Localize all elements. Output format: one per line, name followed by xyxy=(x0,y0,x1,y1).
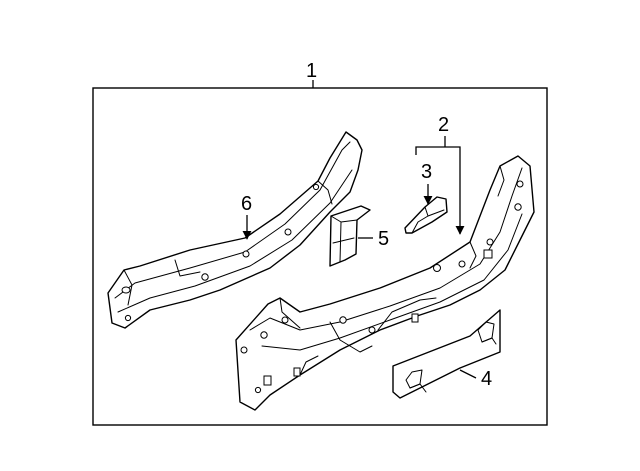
part-3-reinforcement xyxy=(404,196,448,234)
callout-1: 1 xyxy=(306,60,317,82)
callout-6: 6 xyxy=(241,193,252,215)
callout-5: 5 xyxy=(378,228,389,250)
part-6-rear-rail xyxy=(107,131,363,329)
part-4-pan-set xyxy=(392,309,501,399)
part-5-bracket xyxy=(329,205,371,267)
leader-2 xyxy=(415,146,465,235)
assembly-frame xyxy=(92,87,548,426)
callout-4: 4 xyxy=(481,368,492,390)
callout-3: 3 xyxy=(421,161,432,183)
leader-4 xyxy=(459,369,477,379)
callout-2: 2 xyxy=(438,114,449,136)
part-2-rear-panel xyxy=(235,155,535,411)
